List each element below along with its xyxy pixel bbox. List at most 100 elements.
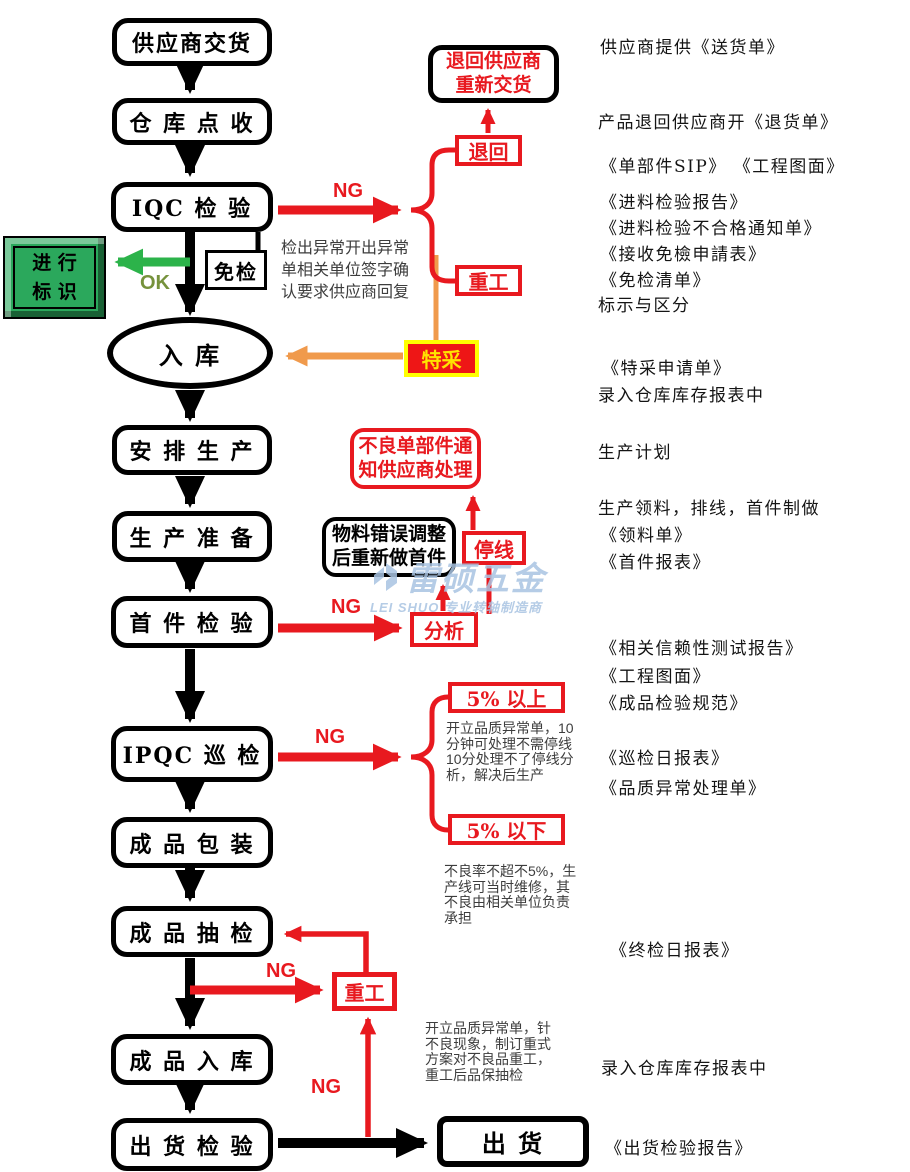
doc-note: 《出货检验报告》 xyxy=(605,1139,753,1159)
note-line: 开立品质异常单，10 xyxy=(446,720,574,736)
node-iqc-inspection: IQC 检 验 xyxy=(111,182,273,232)
node-label: 免检 xyxy=(214,259,258,284)
node-label: 成 品 入 库 xyxy=(129,1048,255,1075)
doc-note: 《相关信赖性测试报告》 xyxy=(600,639,804,659)
note-line: 重工后品保抽检 xyxy=(425,1066,523,1083)
node-label: 出 货 xyxy=(481,1129,545,1158)
note-iqc-abnormal: 检出异常开出异常 单相关单位签字确 认要求供应商回复 xyxy=(281,238,409,304)
tag-special-adopt: 特采 xyxy=(404,340,479,377)
tag-label: 特采 xyxy=(421,348,462,372)
doc-note: 《巡检日报表》 xyxy=(600,749,730,769)
note-line: 检出异常开出异常 xyxy=(281,240,410,257)
node-label: 后重新做首件 xyxy=(331,548,446,569)
tag-label: 5% 以上 xyxy=(466,687,547,711)
node-mark-identification: 进 行 标 识 xyxy=(3,236,106,319)
mark-identification-face: 进 行 标 识 xyxy=(13,246,96,309)
node-label: 出 货 检 验 xyxy=(129,1133,255,1160)
node-exempt-inspection: 免检 xyxy=(205,250,267,290)
ng-label-sampling: NG xyxy=(266,960,296,982)
doc-note: 《工程图面》 xyxy=(600,667,711,687)
note-rework-plan: 开立品质异常单，针 不良现象，制订重式 方案对不良品重工， 重工后品保抽检 xyxy=(425,1020,551,1083)
doc-note: 《首件报表》 xyxy=(600,553,711,573)
node-label: IQC 检 验 xyxy=(131,196,253,222)
node-first-article-inspection: 首 件 检 验 xyxy=(111,596,273,648)
doc-note: 《终检日报表》 xyxy=(610,941,740,961)
node-warehouse-in: 入 库 xyxy=(107,317,273,389)
node-label: 成 品 包 装 xyxy=(129,831,255,858)
note-line: 承担 xyxy=(444,909,472,926)
tag-label: 重工 xyxy=(468,270,509,294)
note-line: 认要求供应商回复 xyxy=(281,284,410,301)
red-ng-wires xyxy=(190,107,496,1137)
node-label: 退回供应商 xyxy=(445,50,541,73)
node-label: 知供应商处理 xyxy=(358,458,473,481)
note-ipqc-handling: 开立品质异常单，10 分钟可处理不需停线 10分处理不了停线分 析，解决后生产 xyxy=(446,720,574,783)
note-line: 方案对不良品重工， xyxy=(425,1051,551,1067)
tag-stop-line: 停线 xyxy=(462,531,526,565)
tag-label: 退回 xyxy=(468,140,509,164)
doc-note: 录入仓库库存报表中 xyxy=(601,1059,768,1079)
tag-label: 5% 以下 xyxy=(466,819,547,843)
node-label: 入 库 xyxy=(158,340,222,370)
doc-note: 《进料检验不合格通知单》 xyxy=(600,219,822,239)
note-line: 开立品质异常单，针 xyxy=(425,1020,551,1036)
ng-label-iqc: NG xyxy=(333,180,363,202)
doc-note: 《进料检验报告》 xyxy=(600,193,748,213)
node-label: 物料错误调整 xyxy=(331,524,446,546)
tag-rework: 重工 xyxy=(455,265,522,296)
node-finished-storage: 成 品 入 库 xyxy=(111,1034,273,1085)
node-bad-parts-notice: 不良单部件通 知供应商处理 xyxy=(350,428,481,489)
node-label: 仓 库 点 收 xyxy=(129,110,255,137)
note-line: 不良率不超不5%，生 xyxy=(444,863,577,879)
node-finished-packing: 成 品 包 装 xyxy=(111,817,273,868)
note-line: 10分处理不了停线分 xyxy=(446,751,574,767)
doc-note: 生产领料，排线，首件制做 xyxy=(598,499,820,519)
node-material-fix: 物料错误调整 后重新做首件 xyxy=(322,517,456,577)
node-label: 进 行 xyxy=(32,252,77,274)
tag-label: 分析 xyxy=(424,619,464,643)
note-line: 产线可当时维修，其 xyxy=(444,878,570,895)
node-supplier-delivery: 供应商交货 xyxy=(112,18,272,66)
doc-note: 《单部件SIP》 《工程图面》 xyxy=(600,157,845,177)
note-line: 析，解决后生产 xyxy=(446,766,544,783)
node-ship: 出 货 xyxy=(437,1116,589,1167)
node-label: 不良单部件通 xyxy=(358,434,473,457)
doc-note: 录入仓库库存报表中 xyxy=(598,386,765,406)
tag-over-5-percent: 5% 以上 xyxy=(448,682,565,713)
node-label: 供应商交货 xyxy=(131,31,252,57)
node-label: 重新交货 xyxy=(455,74,532,96)
tag-analyze: 分析 xyxy=(410,612,478,647)
note-line: 不良现象，制订重式 xyxy=(425,1035,551,1052)
doc-note: 生产计划 xyxy=(598,443,672,463)
black-flow-arrows xyxy=(175,62,429,1158)
doc-note: 标示与区分 xyxy=(598,296,691,316)
node-label: 生 产 准 备 xyxy=(129,525,255,552)
node-warehouse-check: 仓 库 点 收 xyxy=(112,98,272,145)
node-label: IPQC 巡 检 xyxy=(122,743,262,769)
ok-label: OK xyxy=(140,272,170,294)
note-line: 不良由相关单位负责 xyxy=(444,894,570,910)
doc-note: 《成品检验规范》 xyxy=(600,694,748,714)
node-finished-sampling: 成 品 抽 检 xyxy=(111,906,273,957)
doc-note: 供应商提供《送货单》 xyxy=(600,38,785,58)
node-arrange-production: 安 排 生 产 xyxy=(112,425,272,475)
note-line: 单相关单位签字确 xyxy=(281,262,410,279)
doc-note: 《接收免檢申請表》 xyxy=(600,245,767,265)
node-label: 标 识 xyxy=(32,280,77,303)
doc-note: 《品质异常处理单》 xyxy=(600,779,767,799)
doc-note: 《特采申请单》 xyxy=(602,359,732,379)
node-label: 成 品 抽 检 xyxy=(129,920,255,947)
special-adopt-wires xyxy=(285,255,439,367)
node-label: 安 排 生 产 xyxy=(129,439,255,465)
node-label: 首 件 检 验 xyxy=(129,611,255,637)
doc-note: 产品退回供应商开《退货单》 xyxy=(598,113,839,133)
ng-label-first-article: NG xyxy=(331,596,361,618)
ng-label-ipqc: NG xyxy=(315,726,345,748)
doc-note: 《领料单》 xyxy=(600,526,693,546)
node-shipment-inspection: 出 货 检 验 xyxy=(111,1118,273,1171)
node-return-redeliver: 退回供应商 重新交货 xyxy=(428,45,559,103)
node-ipqc-patrol: IPQC 巡 检 xyxy=(111,726,273,782)
tag-under-5-percent: 5% 以下 xyxy=(448,814,565,845)
